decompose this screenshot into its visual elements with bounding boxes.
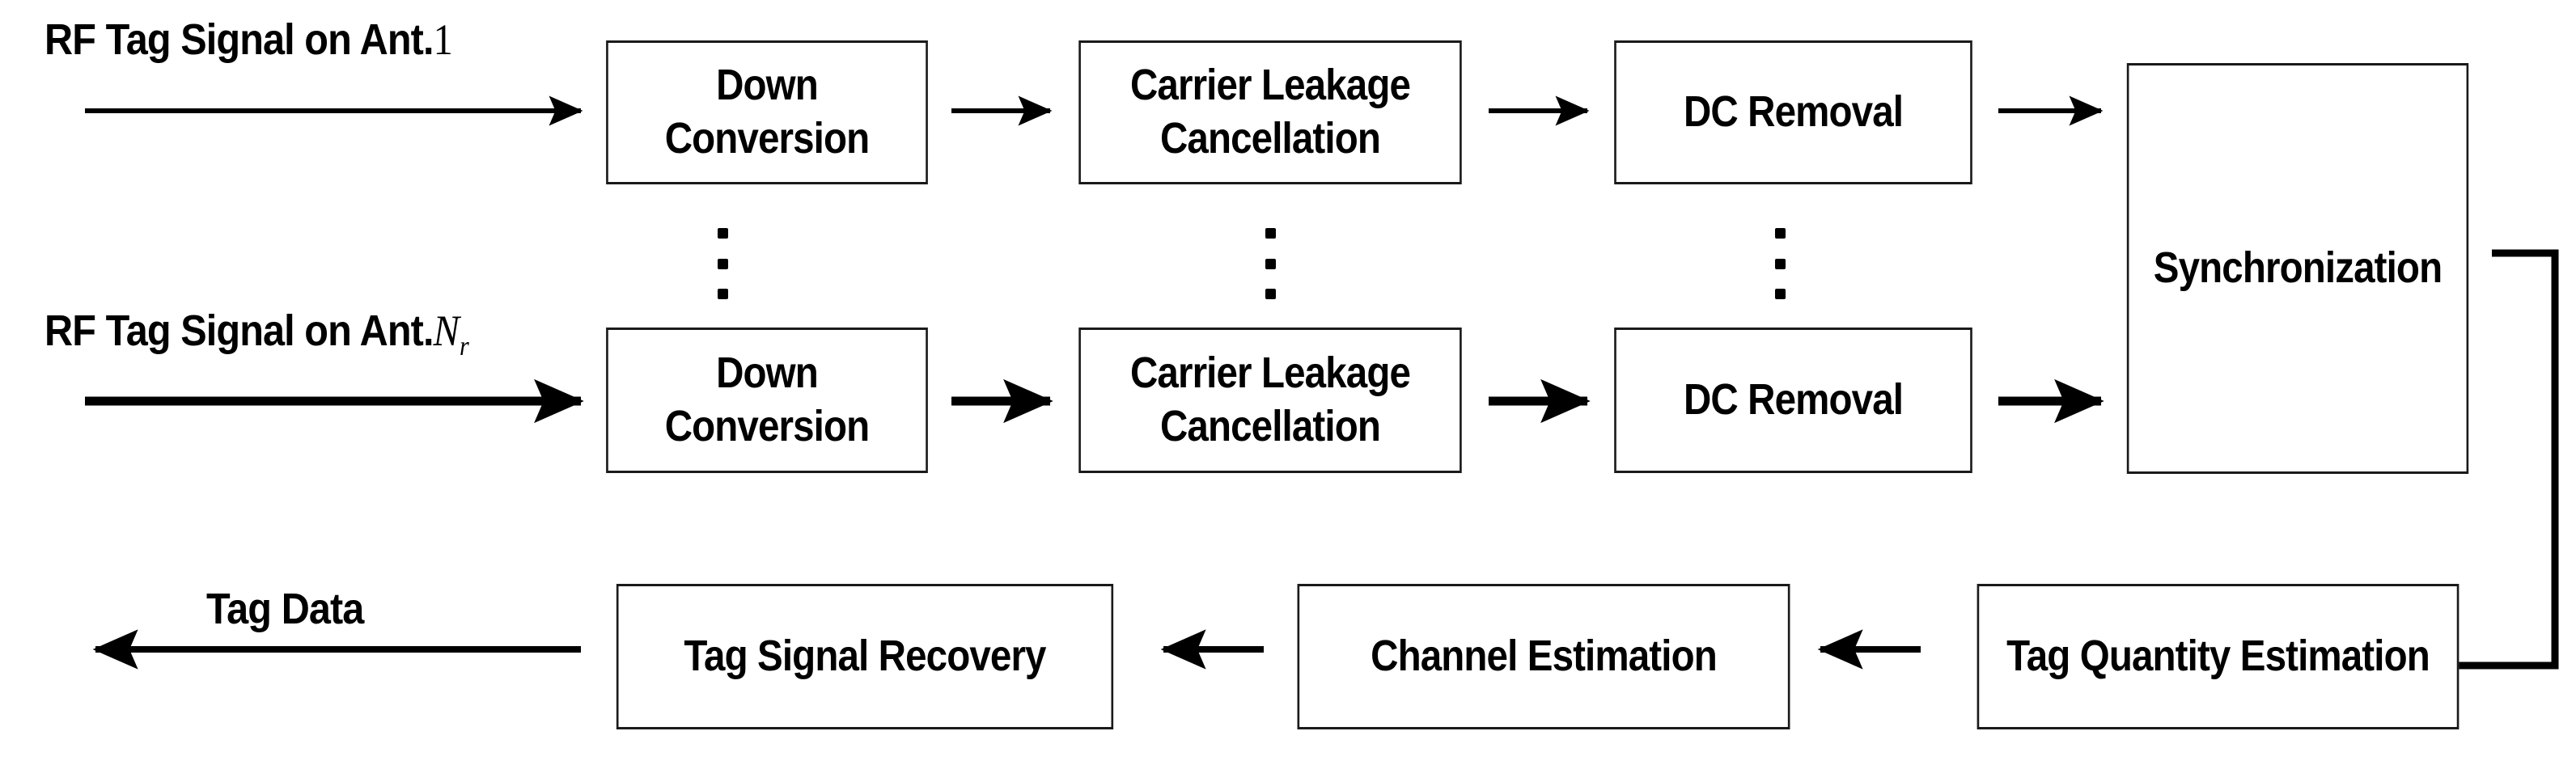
ellipsis-dot xyxy=(1774,289,1786,299)
ellipsis-dot xyxy=(717,228,728,239)
block-carrier-leakage-cancellation-1[interactable]: Carrier Leakage Cancellation xyxy=(1078,40,1462,184)
block-down-conversion-nr[interactable]: Down Conversion xyxy=(606,328,928,473)
output-label-tag-data: Tag Data xyxy=(206,585,364,633)
block-label: DC Removal xyxy=(1683,87,1904,137)
ellipsis-dot xyxy=(717,258,728,269)
block-down-conversion-1[interactable]: Down Conversion xyxy=(606,40,928,184)
block-tag-quantity-estimation[interactable]: Tag Quantity Estimation xyxy=(1976,584,2459,729)
block-label: Channel Estimation xyxy=(1371,632,1718,681)
ellipsis-dot xyxy=(1774,228,1786,239)
ellipsis-dot xyxy=(1265,228,1276,239)
block-dc-removal-nr[interactable]: DC Removal xyxy=(1614,328,1972,473)
block-label: Tag Quantity Estimation xyxy=(2006,632,2430,681)
ellipsis-dot xyxy=(1265,289,1276,299)
block-synchronization[interactable]: Synchronization xyxy=(2126,63,2469,474)
input-label-antenna-1: RF Tag Signal on Ant.1 xyxy=(44,15,453,64)
block-label: Synchronization xyxy=(2153,243,2443,293)
block-dc-removal-1[interactable]: DC Removal xyxy=(1614,40,1972,184)
block-tag-signal-recovery[interactable]: Tag Signal Recovery xyxy=(616,584,1114,729)
ellipsis-dot xyxy=(1774,258,1786,269)
block-label: Down Conversion xyxy=(664,349,870,450)
ellipsis-carrier-leakage xyxy=(1265,228,1276,299)
block-label: Down Conversion xyxy=(664,61,870,163)
block-label: DC Removal xyxy=(1683,375,1904,425)
block-label: Carrier Leakage Cancellation xyxy=(1129,61,1411,163)
block-label: Carrier Leakage Cancellation xyxy=(1129,349,1411,450)
block-label: Tag Signal Recovery xyxy=(684,632,1046,681)
ellipsis-dc-removal xyxy=(1774,228,1786,299)
block-channel-estimation[interactable]: Channel Estimation xyxy=(1297,584,1790,729)
ellipsis-dot xyxy=(1265,258,1276,269)
ellipsis-dot xyxy=(717,289,728,299)
input-label-antenna-nr: RF Tag Signal on Ant.Nr xyxy=(44,306,469,361)
block-carrier-leakage-cancellation-nr[interactable]: Carrier Leakage Cancellation xyxy=(1078,328,1462,473)
ellipsis-down-conversion xyxy=(717,228,728,299)
